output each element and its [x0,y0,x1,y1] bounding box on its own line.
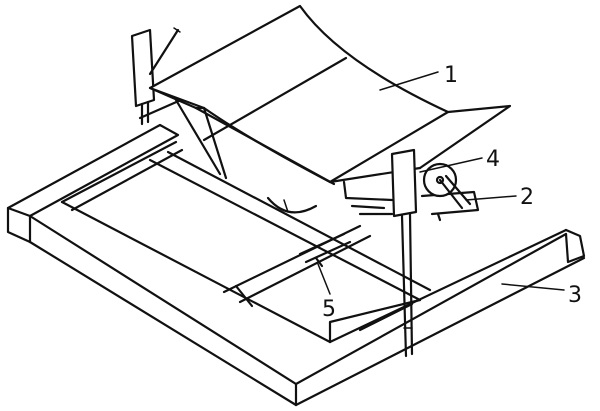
slider-assembly [298,232,352,268]
tilting-panel [148,4,512,186]
motor-wheel [422,162,472,210]
callout-part-1: 1 [444,63,458,88]
pivot-arc [266,196,318,214]
leader-lines [317,71,565,295]
right-actuator [390,148,418,358]
callout-part-2: 2 [520,185,534,210]
callout-part-3: 3 [568,283,582,308]
callout-part-4: 4 [486,147,500,172]
callout-part-5: 5 [322,297,336,322]
base-frame [6,123,586,407]
